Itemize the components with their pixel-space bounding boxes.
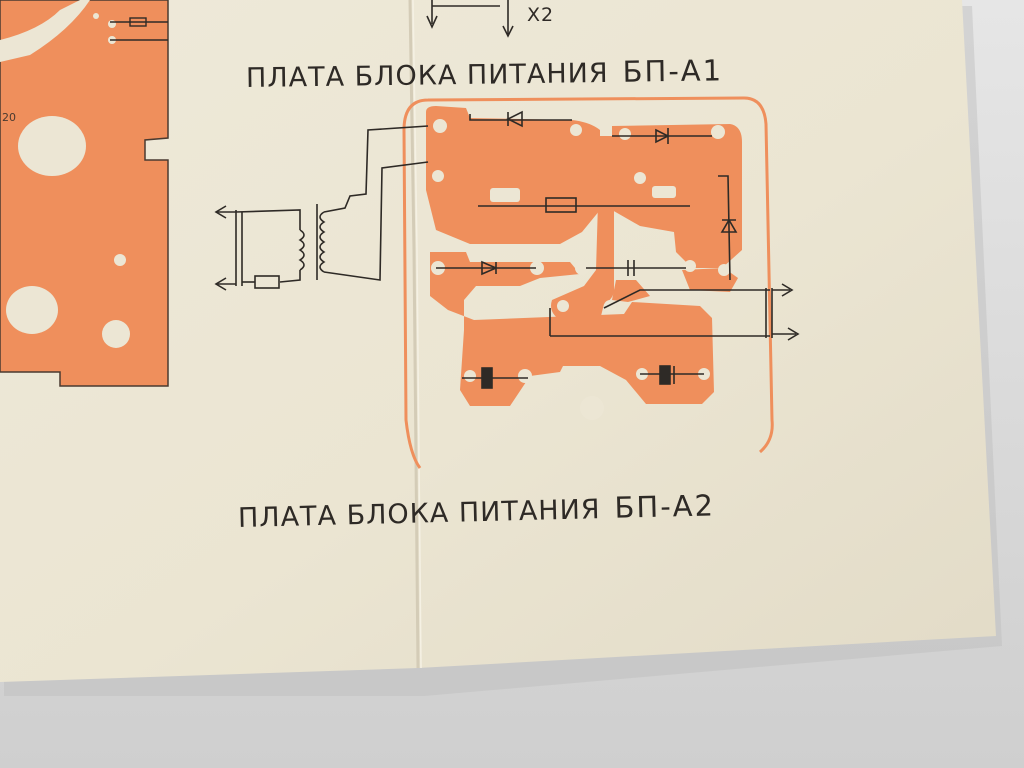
left-board-fragment-label: 20: [2, 111, 16, 124]
top-arrows: [426, 0, 514, 38]
caption-text: ПЛАТА БЛОКА ПИТАНИЯ: [245, 57, 609, 94]
fold-crease: [408, 0, 420, 669]
caption-code: БП-А1: [622, 53, 724, 89]
pcb-board-a2: [402, 96, 774, 469]
schematic-overlay: [214, 110, 800, 389]
connector-label-x2: X2: [527, 4, 555, 26]
caption-code: БП-А2: [614, 488, 716, 525]
caption-board-a1: ПЛАТА БЛОКА ПИТАНИЯ БП-А1: [246, 53, 724, 94]
